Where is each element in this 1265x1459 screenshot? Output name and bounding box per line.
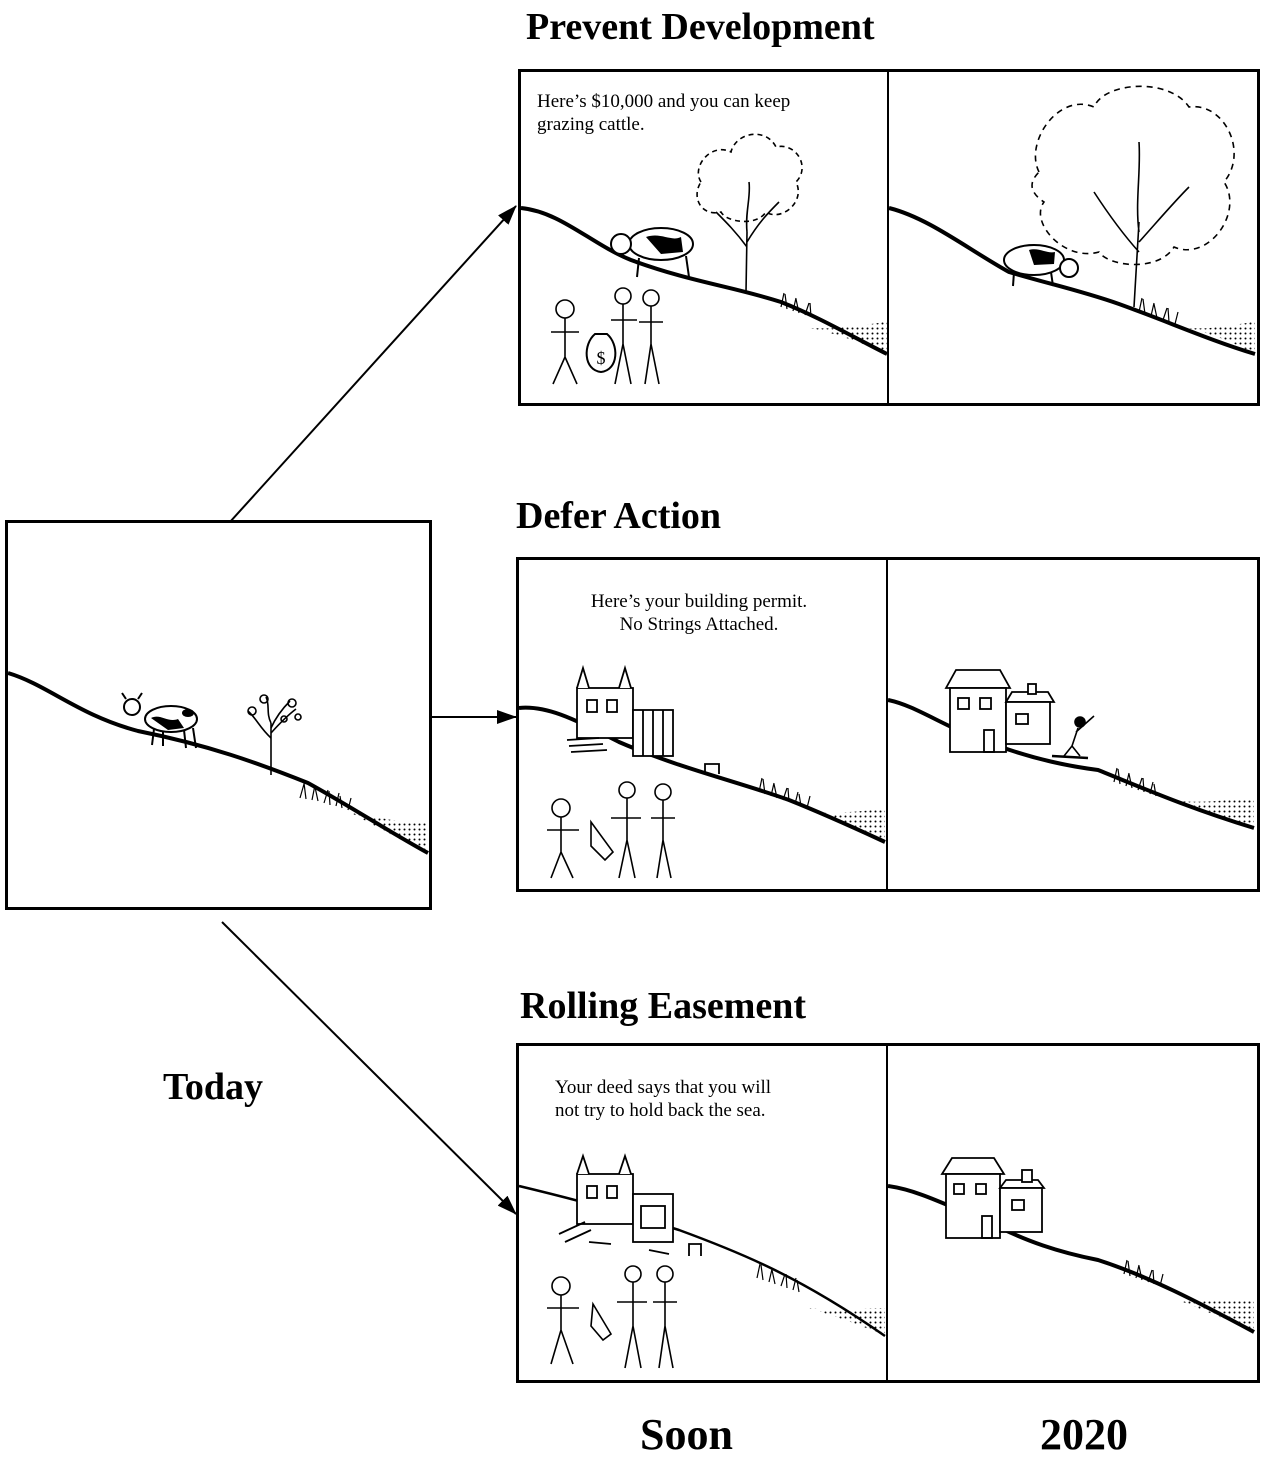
caption-prevent-development: Here’s $10,000 and you can keep grazing … bbox=[537, 90, 790, 136]
house-icon bbox=[944, 669, 1056, 753]
marsh-grass-icon bbox=[1123, 1259, 1164, 1287]
prevent-development-strip: Here’s $10,000 and you can keep grazing … bbox=[518, 69, 1260, 406]
caption-line: Your deed says that you will bbox=[555, 1077, 772, 1098]
today-panel bbox=[5, 520, 432, 910]
marsh-grass-icon bbox=[780, 292, 812, 318]
house-icon bbox=[940, 1157, 1046, 1239]
caption-line: Here’s your building permit. bbox=[590, 591, 808, 612]
people-group-icon bbox=[547, 1265, 677, 1369]
marsh-grass-icon bbox=[1138, 297, 1179, 325]
large-tree-icon bbox=[1031, 85, 1235, 308]
hill-line bbox=[7, 671, 429, 855]
cow-icon bbox=[1003, 244, 1079, 287]
panel-divider bbox=[887, 72, 889, 403]
rolling-easement-2020-scene bbox=[887, 1157, 1255, 1334]
rolling-easement-soon-scene bbox=[518, 1153, 886, 1369]
label-soon: Soon bbox=[640, 1410, 733, 1459]
tree-icon bbox=[696, 133, 803, 293]
arrow-to-rolling-easement bbox=[221, 921, 517, 1215]
caption-line: not try to hold back the sea. bbox=[555, 1100, 766, 1121]
panel-divider bbox=[886, 560, 888, 889]
label-today: Today bbox=[163, 1066, 263, 1108]
marsh-grass-icon bbox=[299, 782, 352, 811]
cow-icon bbox=[610, 227, 694, 278]
rolling-easement-strip: Your deed says that you will not try to … bbox=[516, 1043, 1260, 1383]
house-under-construction-icon bbox=[566, 664, 720, 774]
defer-action-strip: Here’s your building permit. No Strings … bbox=[516, 557, 1260, 892]
scenario-title-prevent-development: Prevent Development bbox=[526, 6, 875, 48]
prevent-development-2020-scene bbox=[888, 85, 1256, 356]
marsh-grass-icon bbox=[758, 777, 811, 809]
prevent-development-soon-scene: $ bbox=[520, 133, 888, 385]
marsh-grass-icon bbox=[1113, 767, 1157, 797]
defer-action-2020-scene bbox=[887, 669, 1255, 830]
panel-divider bbox=[886, 1046, 888, 1380]
caption-line: grazing cattle. bbox=[537, 114, 645, 135]
caption-line: Here’s $10,000 and you can keep bbox=[537, 91, 791, 112]
svg-text:$: $ bbox=[597, 348, 606, 368]
arrow-to-prevent-development bbox=[219, 205, 517, 534]
scenario-title-defer-action: Defer Action bbox=[516, 495, 722, 537]
today-landscape bbox=[7, 671, 429, 855]
cow-icon bbox=[121, 692, 198, 749]
house-under-construction-icon bbox=[558, 1153, 702, 1256]
caption-defer-action: Here’s your building permit. No Strings … bbox=[529, 590, 869, 636]
scenario-title-rolling-easement: Rolling Easement bbox=[520, 985, 807, 1027]
people-group-icon bbox=[551, 287, 663, 385]
money-bag-icon: $ bbox=[585, 333, 617, 374]
sapling-icon bbox=[247, 694, 302, 775]
person-digging-icon bbox=[1051, 715, 1095, 760]
caption-line: No Strings Attached. bbox=[619, 614, 779, 635]
marsh-grass-icon bbox=[756, 1263, 800, 1293]
water-stipple bbox=[348, 811, 428, 853]
label-2020: 2020 bbox=[1040, 1410, 1128, 1459]
defer-action-soon-scene bbox=[518, 664, 886, 879]
people-group-icon bbox=[547, 781, 675, 879]
caption-rolling-easement: Your deed says that you will not try to … bbox=[555, 1076, 771, 1122]
